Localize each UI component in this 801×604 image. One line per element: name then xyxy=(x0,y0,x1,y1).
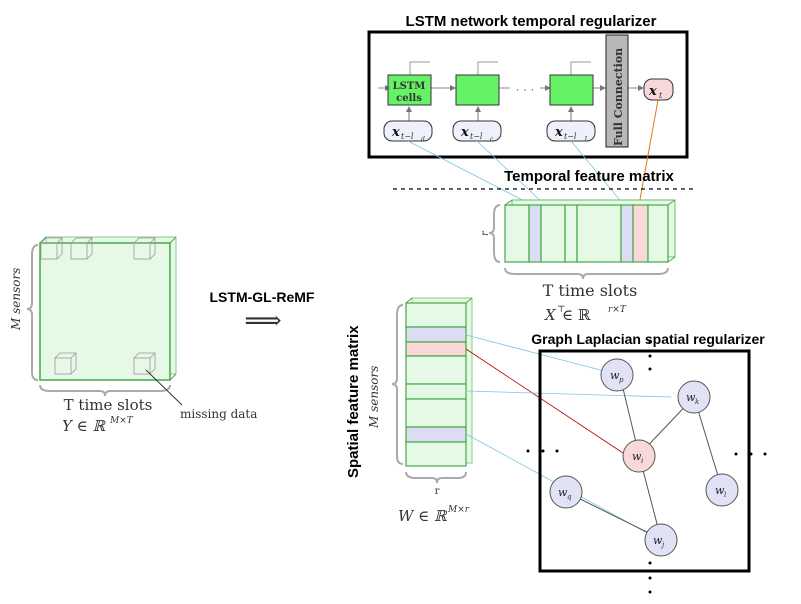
transform-arrow: ⟹ xyxy=(244,306,281,336)
spatial-matrix-formula: W ∈ ℝ M×r xyxy=(398,505,470,525)
lstm-input-2: x t−l c xyxy=(452,120,502,143)
svg-text:w: w xyxy=(686,391,696,404)
temporal-cols-label: T time slots xyxy=(543,281,638,300)
svg-text:w: w xyxy=(610,369,620,382)
temporal-matrix-title: Temporal feature matrix xyxy=(504,168,674,185)
method-label: LSTM-GL-ReMF xyxy=(210,289,315,305)
svg-text:p: p xyxy=(619,376,624,384)
svg-text:∈ ℝ: ∈ ℝ xyxy=(562,306,591,324)
svg-text:t−l: t−l xyxy=(401,132,414,141)
svg-text:k: k xyxy=(695,398,699,406)
spatial-feature-matrix xyxy=(405,297,473,467)
spatial-rows-label: M sensors xyxy=(367,366,381,429)
lstm-input-3: x t−l 1 xyxy=(546,120,596,143)
svg-text:w: w xyxy=(558,486,568,499)
svg-text:1: 1 xyxy=(584,136,588,143)
graph-ellipsis-dots xyxy=(526,340,767,594)
svg-text:X: X xyxy=(544,306,557,324)
lstm-output: x t xyxy=(643,78,674,101)
svg-text:c: c xyxy=(490,136,494,143)
graph-regularizer-title: Graph Laplacian spatial regularizer xyxy=(531,331,765,347)
lstm-ellipsis: · · · xyxy=(516,82,535,96)
svg-text:x: x xyxy=(460,125,469,140)
observation-rows-label: M sensors xyxy=(9,268,23,331)
graph-node-k: w k xyxy=(677,380,711,414)
lstm-cell-2 xyxy=(455,74,500,106)
temporal-feature-matrix xyxy=(504,199,676,263)
svg-text:q: q xyxy=(567,493,572,501)
svg-text:i: i xyxy=(641,457,643,465)
graph-node-p: w p xyxy=(600,358,634,392)
svg-text:x: x xyxy=(554,125,563,140)
svg-text:w: w xyxy=(715,484,725,497)
lstm-cell-1 xyxy=(387,74,432,106)
graph-node-i: w i xyxy=(622,439,656,473)
observation-cols-label: T time slots xyxy=(64,396,153,414)
svg-text:t: t xyxy=(659,91,663,100)
observation-formula: Y ∈ ℝ M×T xyxy=(62,416,134,435)
svg-text:M×r: M×r xyxy=(447,505,470,515)
full-connection-label: Full Connection xyxy=(612,48,625,146)
observation-matrix xyxy=(39,236,177,381)
graph-node-q: w q xyxy=(549,475,583,509)
graph-node-l: w l xyxy=(705,473,739,507)
lstm-regularizer-title: LSTM network temporal regularizer xyxy=(406,13,657,30)
svg-text:x: x xyxy=(648,84,657,99)
svg-text:d: d xyxy=(421,136,425,143)
graph-regularizer-box xyxy=(538,349,751,573)
svg-text:M×T: M×T xyxy=(109,416,134,426)
svg-text:⊤: ⊤ xyxy=(557,305,565,315)
svg-text:j: j xyxy=(660,541,665,549)
lstm-cell-label-2: cells xyxy=(396,93,422,104)
missing-data-annotation: missing data xyxy=(180,407,257,421)
svg-text:Y ∈ ℝ: Y ∈ ℝ xyxy=(62,417,107,435)
full-connection-box xyxy=(605,34,629,148)
graph-node-j: w j xyxy=(644,523,678,557)
svg-text:r×T: r×T xyxy=(608,305,627,315)
svg-text:t−l: t−l xyxy=(470,132,483,141)
temporal-matrix-formula: X ⊤ ∈ ℝ r×T xyxy=(544,305,627,324)
svg-text:w: w xyxy=(653,534,663,547)
svg-text:w: w xyxy=(632,450,642,463)
temporal-rows-label: r xyxy=(480,230,491,236)
spatial-cols-label: r xyxy=(435,486,440,497)
svg-text:t−l: t−l xyxy=(564,132,577,141)
spatial-matrix-title: Spatial feature matrix xyxy=(345,325,362,478)
lstm-input-1: x t−l d xyxy=(383,120,433,143)
lstm-cell-label-1: LSTM xyxy=(393,81,426,92)
svg-text:l: l xyxy=(724,491,726,499)
svg-text:x: x xyxy=(391,125,400,140)
lstm-cell-3 xyxy=(549,74,594,106)
svg-text:W ∈ ℝ: W ∈ ℝ xyxy=(398,507,448,525)
